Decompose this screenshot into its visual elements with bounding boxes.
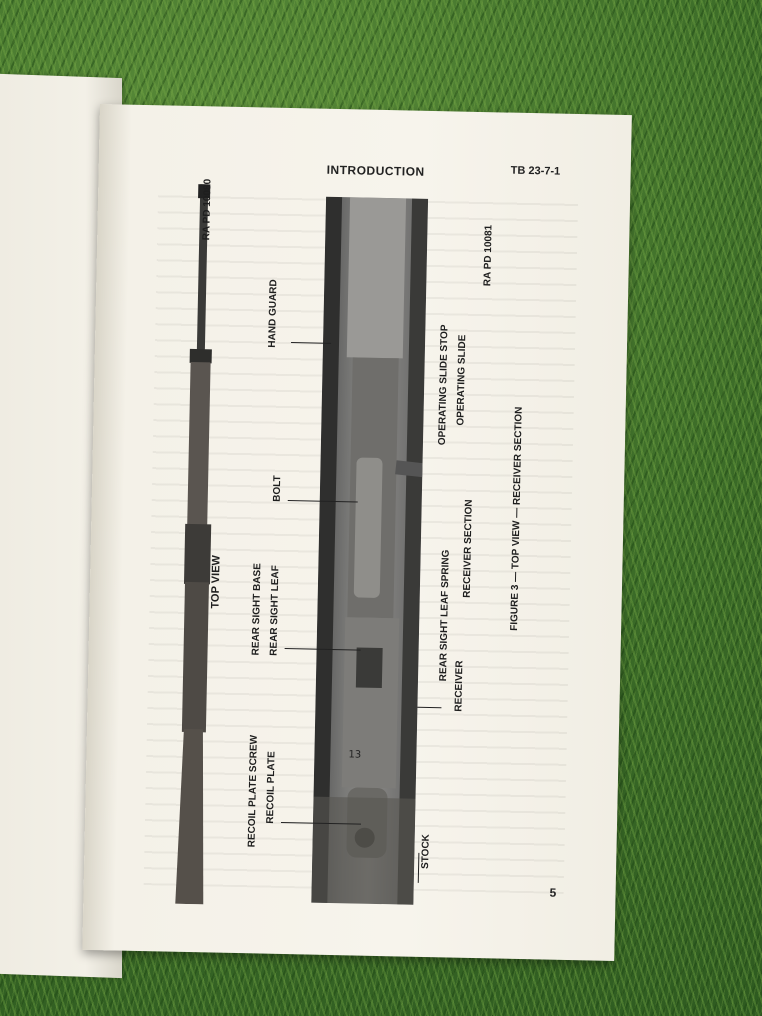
ra-left-label: RA PD 10080 <box>201 178 214 241</box>
bolt-label: BOLT <box>271 475 284 502</box>
recoil-plate-screw-label: RECOIL PLATE SCREW <box>246 734 260 848</box>
rear-sight-base-label: REAR SIGHT BASE <box>250 563 264 656</box>
recoil-plate-label: RECOIL PLATE <box>264 751 278 824</box>
page-header-title: INTRODUCTION <box>326 162 425 179</box>
receiver-label: RECEIVER <box>453 660 466 712</box>
receiver-closeup-drawing: 13 <box>311 196 429 905</box>
manual-page: INTRODUCTION TB 23-7-1 RA PD 10080 TOP V… <box>82 104 632 961</box>
ra-right-label: RA PD 10081 <box>482 224 495 287</box>
page-header-code: TB 23-7-1 <box>510 164 561 178</box>
receiver-closeup-image: 13 <box>311 196 429 905</box>
rear-sight-leaf-label: REAR SIGHT LEAF <box>268 565 282 656</box>
stock-label: STOCK <box>420 834 432 870</box>
rifle-top-view-image <box>175 184 212 905</box>
receiver-section-label: RECEIVER SECTION <box>461 499 475 598</box>
operating-slide-label: OPERATING SLIDE <box>455 334 469 426</box>
receiver-stamp: 13 <box>348 749 361 760</box>
hand-guard-label: HAND GUARD <box>266 279 280 348</box>
page-number: 5 <box>549 885 557 900</box>
top-view-label: TOP VIEW <box>209 555 223 609</box>
